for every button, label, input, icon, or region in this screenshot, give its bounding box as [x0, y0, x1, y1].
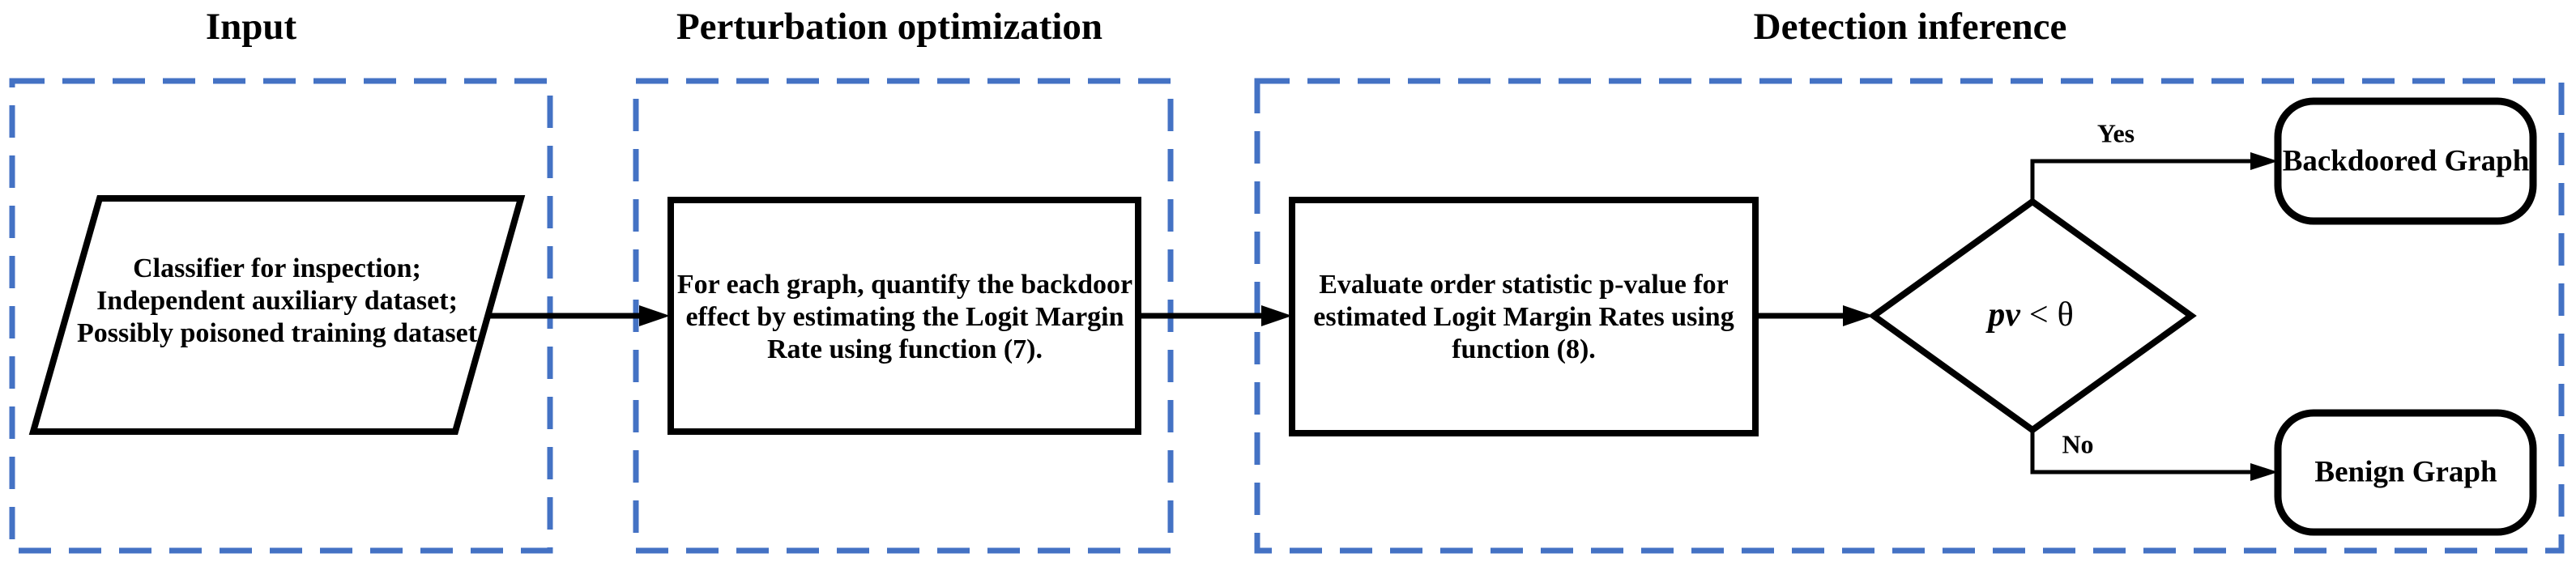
detection-stage-dashed-border: [1254, 78, 2565, 554]
input-node-line-3: Possibly poisoned training dataset: [76, 318, 478, 348]
perturbation-node-line-1: For each graph, quantify the backdoor: [676, 270, 1133, 300]
backdoored-result-label: Backdoored Graph: [2282, 144, 2530, 178]
no-branch-arrow-head: [2250, 463, 2278, 481]
stage-title-input: Input: [205, 6, 297, 48]
arrow-inference-to-decision-head: [1843, 305, 1874, 326]
decision-variable: pv: [1988, 296, 2020, 334]
perturbation-process-box-shape: [667, 197, 1141, 435]
inference-node-text: Evaluate order statistic p-value for est…: [1273, 269, 1775, 366]
no-branch-label: No: [2062, 429, 2094, 459]
perturbation-node-text: For each graph, quantify the backdoor ef…: [654, 269, 1156, 366]
arrow-perturbation-to-inference-head: [1261, 305, 1292, 326]
no-branch-line: [2030, 430, 2253, 475]
benign-result-shape: [2274, 409, 2537, 536]
inference-process-box-shape: [1289, 197, 1759, 436]
input-node-line-1: Classifier for inspection;: [133, 253, 421, 283]
inference-node-line-2: estimated Logit Margin Rates using: [1313, 302, 1734, 332]
input-parallelogram-shape: [28, 195, 526, 435]
inference-node-line-3: function (8).: [1452, 334, 1596, 364]
input-node-text: Classifier for inspection; Independent a…: [26, 253, 528, 350]
arrow-input-to-perturbation-head: [639, 305, 670, 326]
decision-condition-label: pv<θ: [1988, 296, 2073, 334]
perturbation-node-line-3: Rate using function (7).: [766, 334, 1043, 364]
decision-operator: <: [2028, 296, 2049, 334]
decision-diamond-shape: [1868, 198, 2197, 434]
perturbation-node-line-2: effect by estimating the Logit Margin: [685, 302, 1124, 332]
benign-result-label: Benign Graph: [2314, 455, 2497, 489]
stage-title-perturbation: Perturbation optimization: [676, 6, 1103, 48]
input-node-line-2: Independent auxiliary dataset;: [96, 286, 458, 316]
yes-branch-arrow-head: [2250, 152, 2278, 170]
stage-title-detection: Detection inference: [1753, 6, 2067, 48]
yes-branch-line: [2030, 159, 2253, 202]
backdoored-result-shape: [2274, 97, 2537, 225]
yes-branch-label: Yes: [2096, 118, 2135, 148]
decision-threshold: θ: [2057, 296, 2074, 334]
inference-node-line-1: Evaluate order statistic p-value for: [1319, 270, 1729, 300]
